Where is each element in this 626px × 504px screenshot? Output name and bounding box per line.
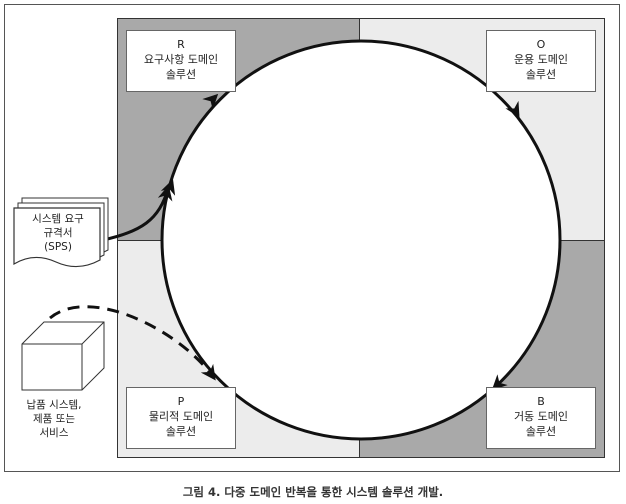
label-requirements: R 요구사항 도메인 솔루션 [126, 30, 236, 92]
label-operations-line1: 운용 도메인 [513, 53, 569, 66]
label-physical-line2: 솔루션 [165, 425, 197, 438]
output-product-label: 납품 시스템, 제품 또는 서비스 [12, 398, 96, 440]
sps-entry-arrow [102, 185, 173, 242]
input-document-label: 시스템 요구 규격서 (SPS) [16, 212, 100, 254]
input-document-line2: 규격서 [43, 227, 73, 239]
label-requirements-line2: 솔루션 [165, 68, 197, 81]
figure-caption: 그림 4. 다중 도메인 반복을 통한 시스템 솔루션 개발. [182, 485, 444, 499]
cycle-arrow-r-to-o [202, 93, 219, 110]
label-requirements-line1: 요구사항 도메인 [143, 53, 219, 66]
cycle-arrow-p-to-r [160, 179, 176, 196]
product-box-icon [21, 321, 105, 391]
label-operations-letter: O [536, 38, 546, 51]
output-product-line2: 제품 또는 [33, 413, 75, 425]
input-document-line1: 시스템 요구 [32, 213, 84, 225]
document-stack-icon [13, 197, 109, 268]
label-operations-line2: 솔루션 [525, 68, 557, 81]
label-physical-line1: 물리적 도메인 [148, 410, 214, 423]
iteration-cycle-circle [160, 39, 562, 441]
output-product-line1: 납품 시스템, [26, 399, 82, 411]
label-physical: P 물리적 도메인 솔루션 [126, 387, 236, 449]
input-document-line3: (SPS) [44, 241, 72, 253]
label-behavior-line1: 거동 도메인 [513, 410, 569, 423]
output-product-line3: 서비스 [39, 427, 69, 439]
cycle-arrow-o-to-b [505, 100, 520, 118]
label-behavior-letter: B [537, 395, 545, 408]
label-behavior: B 거동 도메인 솔루션 [486, 387, 596, 449]
label-requirements-letter: R [177, 38, 185, 51]
delivery-dashed-arrow [49, 305, 216, 381]
label-operations: O 운용 도메인 솔루션 [486, 30, 596, 92]
label-behavior-line2: 솔루션 [525, 425, 557, 438]
label-physical-letter: P [177, 395, 185, 408]
